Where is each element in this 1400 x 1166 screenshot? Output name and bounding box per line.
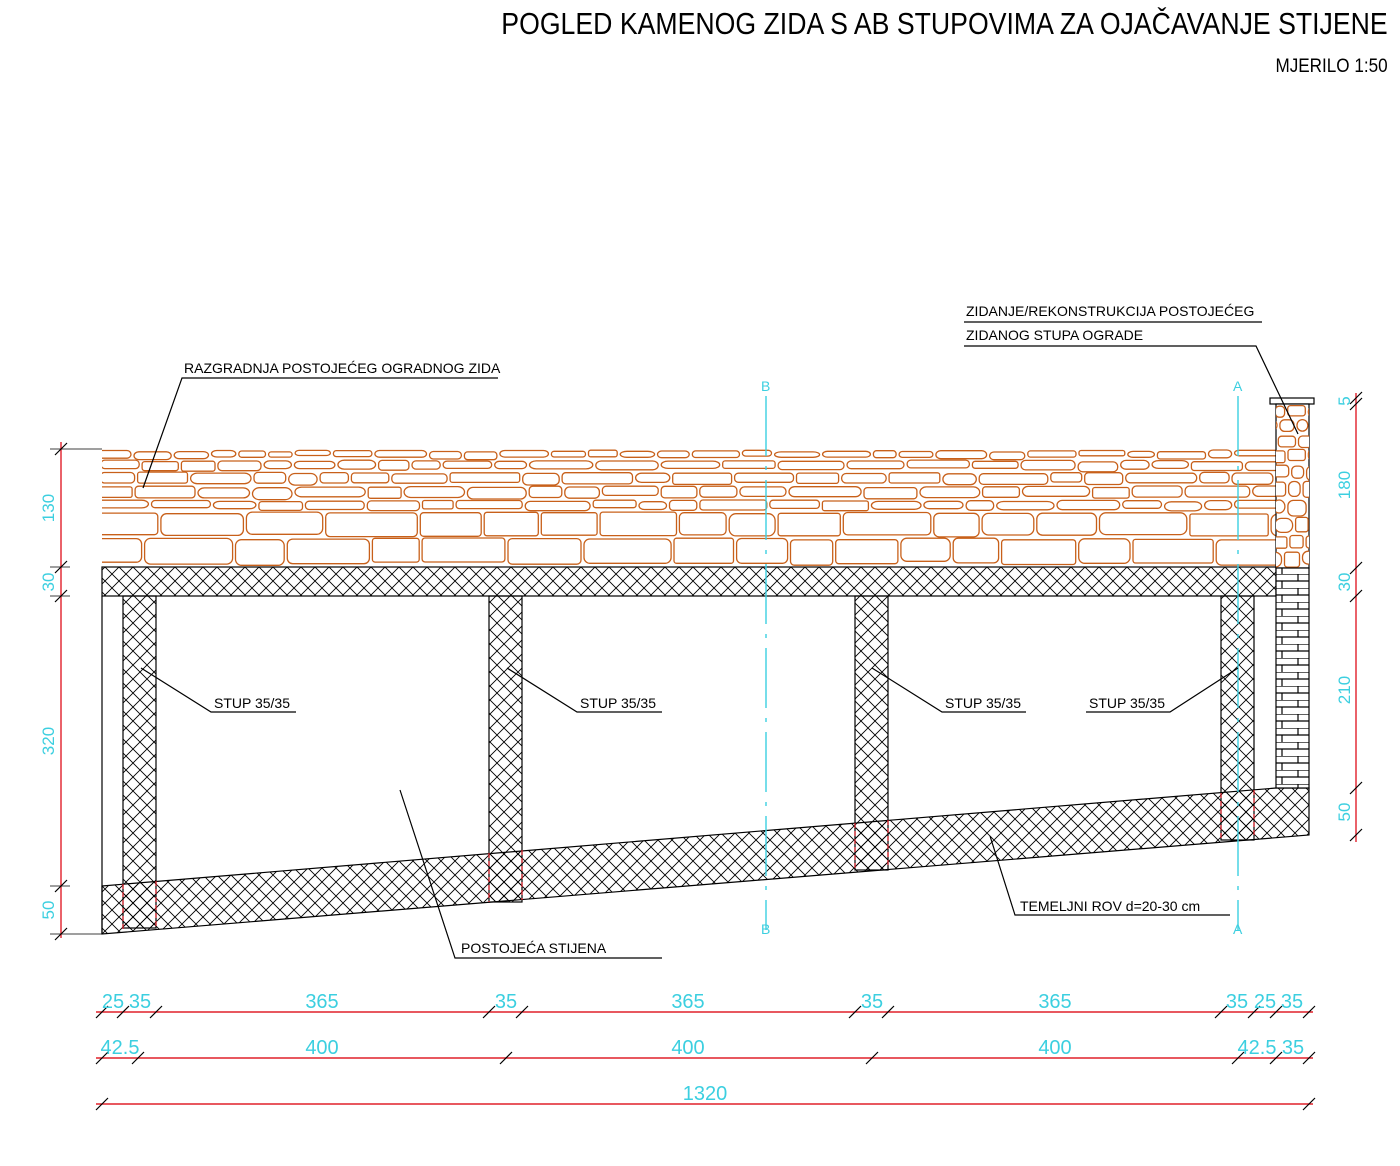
dim-total-1320: 1320 — [683, 1083, 728, 1105]
column-footing-marks — [122, 790, 1255, 930]
dim-bottom-365-bay1: 365 — [305, 991, 338, 1013]
dim-bottom-365-bay2: 365 — [671, 991, 704, 1013]
dim-axis-42-5-left: 42.5 — [101, 1037, 140, 1059]
bottom-dimension-lines — [96, 1011, 1313, 1105]
dim-axis-400-3: 400 — [1038, 1037, 1071, 1059]
dim-left-130: 130 — [39, 494, 58, 522]
leader-lines — [140, 321, 1299, 959]
column-3 — [854, 595, 889, 871]
bottom-dimension-ticks — [95, 1005, 1316, 1111]
dim-right-5: 5 — [1335, 396, 1354, 405]
tie-beam — [101, 566, 1277, 597]
drawing-scale: MJERILO 1:50 — [1275, 56, 1388, 77]
dim-right-210: 210 — [1335, 676, 1354, 704]
dim-bottom-35-col4: 35 — [1226, 991, 1248, 1013]
dim-right-180: 180 — [1335, 471, 1354, 499]
dim-left-30: 30 — [39, 573, 58, 592]
dim-right-30: 30 — [1335, 573, 1354, 592]
label-pillar-line2: ZIDANOG STUPA OGRADE — [966, 327, 1143, 343]
label-column-4: STUP 35/35 — [1089, 695, 1165, 711]
section-mark-b-top: B — [761, 378, 770, 394]
dim-axis-400-1: 400 — [305, 1037, 338, 1059]
column-2 — [488, 595, 523, 903]
label-trench: TEMELJNI ROV d=20-30 cm — [1020, 898, 1200, 914]
dim-axis-400-2: 400 — [671, 1037, 704, 1059]
dim-bottom-35-col3: 35 — [861, 991, 883, 1013]
foundation-trench — [101, 787, 1310, 935]
stone-wall — [102, 449, 1276, 567]
label-column-3: STUP 35/35 — [945, 695, 1021, 711]
section-mark-b-bottom: B — [761, 921, 770, 937]
column-1 — [122, 595, 157, 929]
dim-bottom-25-right: 25 — [1254, 991, 1276, 1013]
dim-bottom-365-bay3: 365 — [1038, 991, 1071, 1013]
section-lines — [765, 396, 1239, 930]
dim-bottom-35-pillar: 35 — [1281, 991, 1303, 1013]
dim-bottom-35-col1: 35 — [129, 991, 151, 1013]
right-dimension-ticks — [1349, 391, 1363, 842]
dim-left-50: 50 — [39, 901, 58, 920]
dim-right-50: 50 — [1335, 803, 1354, 822]
drawing-title: POGLED KAMENOG ZIDA S AB STUPOVIMA ZA OJ… — [501, 6, 1388, 41]
dim-axis-35-pillar: 35 — [1282, 1037, 1304, 1059]
existing-pillar — [1269, 397, 1315, 789]
label-pillar-line1: ZIDANJE/REKONSTRUKCIJA POSTOJEĆEG — [966, 303, 1254, 319]
left-dimension-ticks — [50, 442, 102, 941]
dim-bottom-25-left: 25 — [102, 991, 124, 1013]
dim-bottom-35-col2: 35 — [495, 991, 517, 1013]
section-mark-a-top: A — [1233, 378, 1243, 394]
label-rock: POSTOJEĆA STIJENA — [461, 940, 607, 956]
label-column-2: STUP 35/35 — [580, 695, 656, 711]
label-column-1: STUP 35/35 — [214, 695, 290, 711]
dim-axis-42-5-right: 42.5 — [1238, 1037, 1277, 1059]
label-demolition: RAZGRADNJA POSTOJEĆEG OGRADNOG ZIDA — [184, 360, 501, 376]
section-mark-a-bottom: A — [1233, 921, 1243, 937]
dim-left-320: 320 — [39, 727, 58, 755]
